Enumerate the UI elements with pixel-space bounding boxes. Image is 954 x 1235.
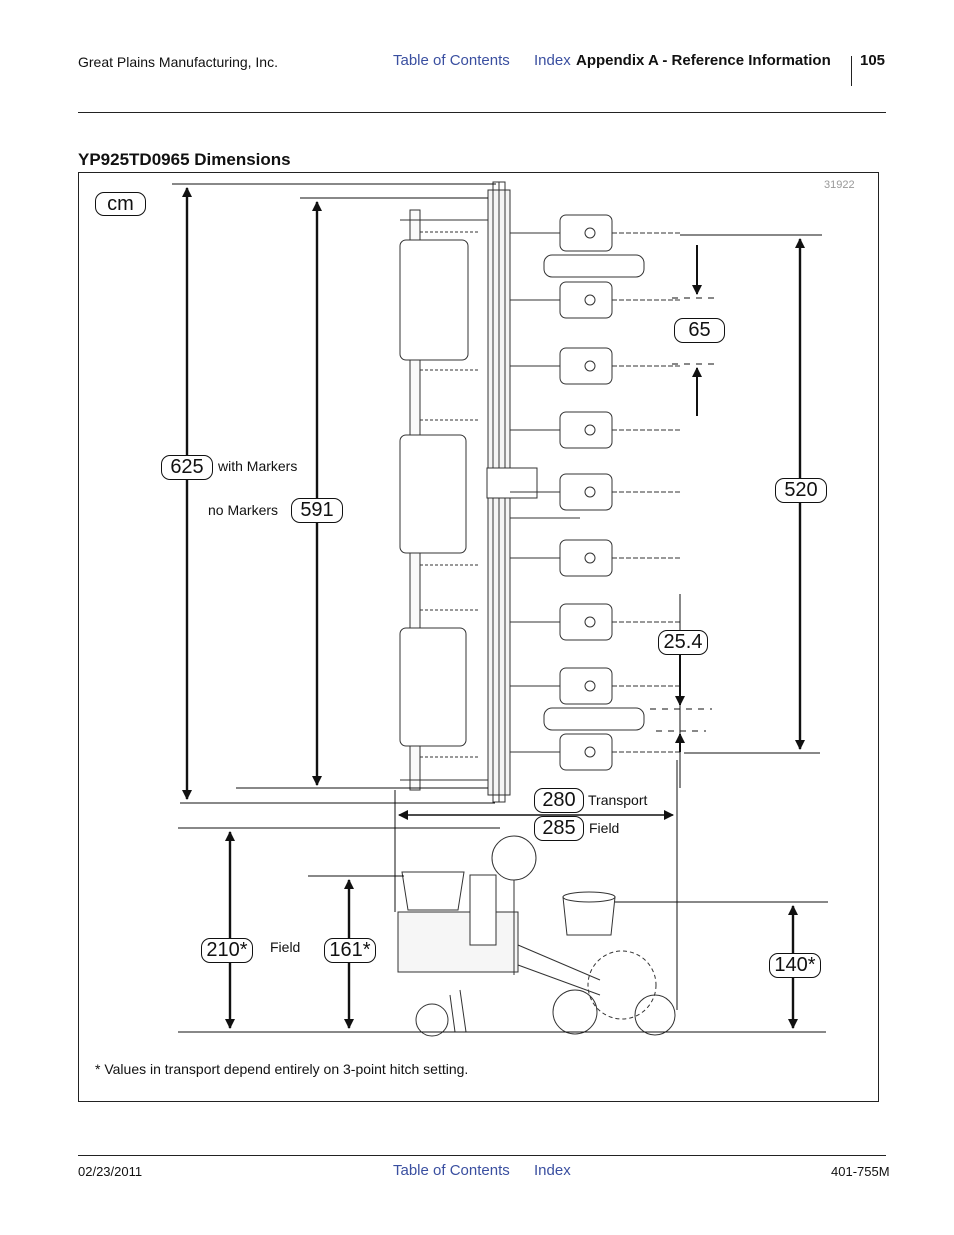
- dim-161: 161*: [324, 938, 376, 963]
- dim-field-value: 285: [534, 816, 584, 841]
- dim-520: 520: [775, 478, 827, 503]
- dim-transport-value: 280: [534, 788, 584, 813]
- company-name: Great Plains Manufacturing, Inc.: [78, 54, 278, 70]
- figure-footnote: * Values in transport depend entirely on…: [95, 1061, 469, 1077]
- dim-no-markers-value: 591: [291, 498, 343, 523]
- dim-with-markers-value: 625: [161, 455, 213, 480]
- header-divider: [851, 56, 852, 86]
- planter-top-view: [399, 181, 680, 803]
- units-badge: cm: [95, 192, 146, 216]
- dim-210: 210*: [201, 938, 253, 963]
- dim-no-markers-label: no Markers: [208, 502, 279, 518]
- header-rule: [78, 112, 886, 113]
- dim-row-spacing: 65: [674, 318, 725, 343]
- dim-140: 140*: [769, 953, 821, 978]
- dim-height-field-label: Field: [270, 939, 301, 955]
- dim-with-markers-label: with Markers: [218, 458, 298, 474]
- footer-index-link[interactable]: Index: [534, 1162, 571, 1179]
- footer-doc-number: 401-755M: [831, 1164, 890, 1179]
- header-index-link[interactable]: Index: [534, 52, 571, 69]
- footer-rule: [78, 1155, 886, 1156]
- figure-number: 31922: [824, 179, 855, 191]
- section-name: Appendix A - Reference Information: [576, 52, 831, 69]
- footer-toc-link[interactable]: Table of Contents: [393, 1162, 510, 1179]
- dim-transport-label: Transport: [588, 792, 648, 808]
- dim-field-label: Field: [589, 820, 620, 836]
- page-number: 105: [860, 52, 886, 69]
- planter-side-view: [397, 835, 676, 1037]
- header-toc-link[interactable]: Table of Contents: [393, 52, 510, 69]
- page-title: YP925TD0965 Dimensions: [78, 150, 291, 169]
- footer-date: 02/23/2011: [78, 1164, 143, 1179]
- figure-frame: [78, 172, 879, 1102]
- dim-25-4: 25.4: [658, 630, 708, 655]
